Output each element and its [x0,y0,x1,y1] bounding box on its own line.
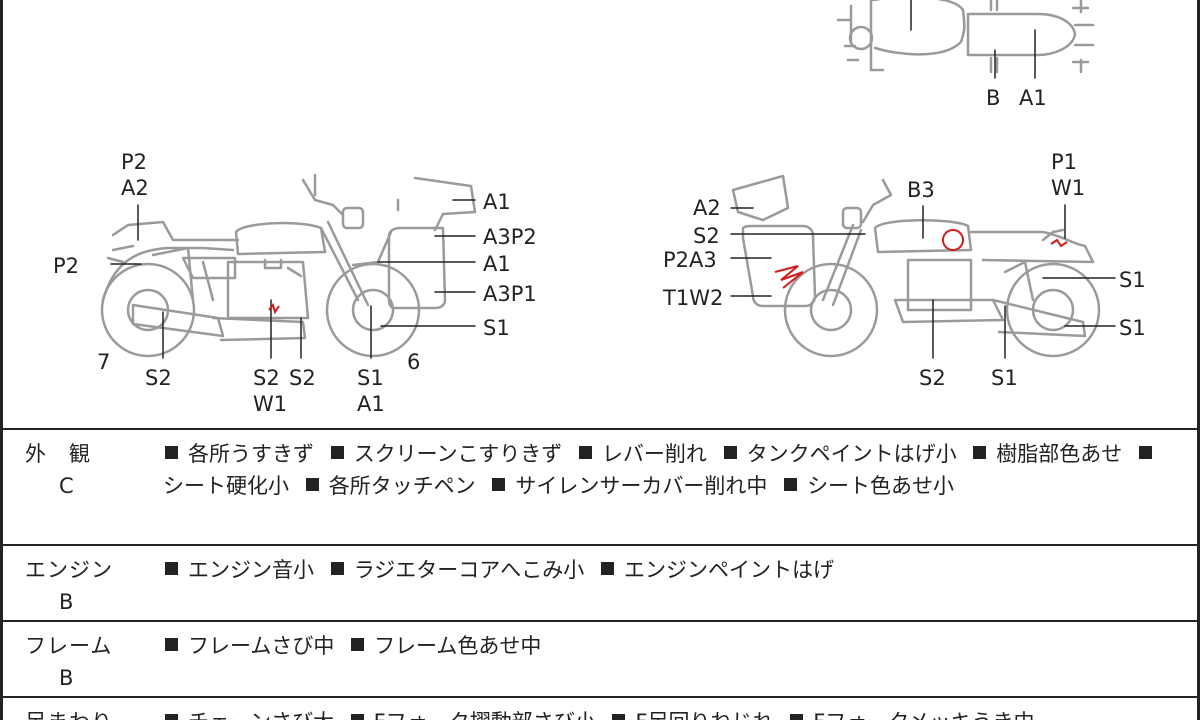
label-right-s2: S2 [693,224,720,248]
square-bullet-icon [330,562,344,575]
label-right-s1-bottom: S1 [991,366,1018,390]
square-bullet-icon [351,638,365,651]
leader-lines [110,0,1116,359]
category-cell: フレーム B [25,630,125,694]
square-bullet-icon [784,478,798,491]
category-grade: B [59,590,74,614]
square-bullet-icon [165,714,178,720]
item-list: エンジン音小 ラジエターコアへこみ小 エンジンペイントはげ [163,554,1167,586]
label-left-a3p1: A3P1 [483,282,537,306]
label-left-w1: W1 [253,392,288,416]
motorcycle-diagram-svg [100,0,1116,359]
list-item: エンジンペイントはげ [623,558,834,582]
label-left-s2-a: S2 [145,366,172,390]
category-grade: B [59,666,74,690]
square-bullet-icon [578,446,592,459]
square-bullet-icon [600,562,614,575]
item-list: フレームさび中 フレーム色あせ中 [163,630,1167,662]
item-list: 各所うすきず スクリーンこすりきず レバー削れ タンクペイントはげ小 樹脂部色あ… [163,438,1167,502]
label-left-s2-c: S2 [289,366,316,390]
label-right-t1w2: T1W2 [663,286,724,310]
condition-table: 外 観 C 各所うすきず スクリーンこすりきず レバー削れ タンクペイントはげ小… [0,428,1200,720]
top-view-motorcycle [836,0,1095,74]
list-item: レバー削れ [601,442,707,466]
table-row-engine: エンジン B エンジン音小 ラジエターコアへこみ小 エンジンペイントはげ [0,544,1200,620]
label-right-p1: P1 [1051,150,1078,174]
category-name: 足まわり [25,706,125,720]
list-item: 各所うすきず [188,442,314,466]
table-row-suspension: 足まわり チェーンさび大 Fフォーク摺動部さび小 F足回りねじれ Fフォークメッ… [0,696,1200,720]
list-item: フレーム色あせ中 [374,634,542,658]
list-item: タンクペイントはげ小 [746,442,957,466]
list-item: チェーンさび大 [188,710,334,720]
label-left-a1-bottom: A1 [357,392,385,416]
label-right-p2a3: P2A3 [663,248,717,272]
damage-marks [268,229,1068,315]
label-left-a3p2: A3P2 [483,225,537,249]
square-bullet-icon [165,562,178,575]
square-bullet-icon [330,446,344,459]
square-bullet-icon [723,446,737,459]
list-item: フレームさび中 [188,634,335,658]
square-bullet-icon [790,714,804,720]
label-right-s1-a: S1 [1119,268,1146,292]
label-left-s1-right: S1 [483,316,510,340]
list-item: Fフォークメッキうき中 [813,710,1034,720]
list-item: ラジエターコアへこみ小 [353,558,585,582]
label-right-w1: W1 [1051,176,1086,200]
list-item: Fフォーク摺動部さび小 [374,710,596,720]
label-left-a1-top: A1 [483,190,511,214]
list-item: サイレンサーカバー削れ中 [515,474,768,498]
label-right-b3: B3 [907,178,935,202]
category-name: フレーム [25,634,113,658]
damage-mark-engine-left [268,302,280,315]
list-item: スクリーンこすりきず [353,442,563,466]
table-row-frame: フレーム B フレームさび中 フレーム色あせ中 [0,620,1200,696]
label-top-a1: A1 [1019,86,1047,110]
label-right-a2: A2 [693,196,721,220]
right-side-motorcycle [731,174,1101,358]
left-side-motorcycle [100,173,477,358]
label-left-a2: A2 [121,176,149,200]
label-left-p2-top: P2 [121,150,148,174]
damage-mark-fairing [774,265,804,289]
square-bullet-icon [350,714,364,720]
square-bullet-icon [1138,446,1152,459]
category-grade: C [59,474,74,498]
label-left-a1-mid: A1 [483,252,511,276]
category-name: 外 観 [25,442,91,466]
category-cell: エンジン B [25,554,125,618]
list-item: F足回りねじれ [635,710,773,720]
list-item: エンジン音小 [188,558,314,582]
label-right-s2-bottom: S2 [919,366,946,390]
list-item: 各所タッチペン [328,474,476,498]
square-bullet-icon [305,478,319,491]
list-item: シート硬化小 [163,474,289,498]
item-list: チェーンさび大 Fフォーク摺動部さび小 F足回りねじれ Fフォークメッキうき中 [163,706,1167,720]
damage-diagram: B A1 P2 A2 P2 7 S2 S2 W1 S2 S1 A1 6 A1 A… [0,0,1200,430]
category-cell: 足まわり [25,706,125,720]
table-row-exterior: 外 観 C 各所うすきず スクリーンこすりきず レバー削れ タンクペイントはげ小… [0,428,1200,544]
damage-mark-tank [942,229,964,251]
damage-mark-seat [1050,238,1068,248]
label-left-s2-b: S2 [253,366,280,390]
label-left-7: 7 [97,350,111,374]
label-left-s1: S1 [357,366,384,390]
square-bullet-icon [492,478,506,491]
label-top-b: B [986,86,1001,110]
category-cell: 外 観 C [25,438,125,502]
label-left-p2: P2 [53,254,80,278]
label-left-6: 6 [407,350,421,374]
square-bullet-icon [973,446,987,459]
label-right-s1-b: S1 [1119,316,1146,340]
square-bullet-icon [165,446,178,459]
list-item: シート色あせ小 [807,474,955,498]
category-name: エンジン [25,558,113,582]
square-bullet-icon [165,638,178,651]
square-bullet-icon [612,714,626,720]
list-item: 樹脂部色あせ [996,442,1123,466]
